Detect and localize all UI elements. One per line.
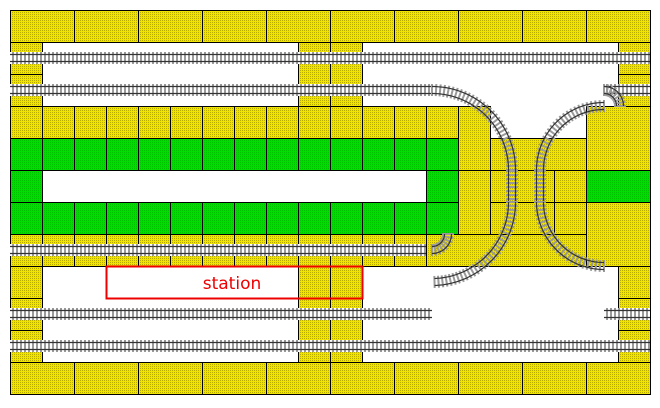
curved-track-right-join	[603, 84, 626, 107]
station-outline	[105, 265, 364, 300]
straight-track-lower-2-right	[604, 308, 650, 320]
straight-track-top-1	[10, 52, 650, 64]
straight-track-top-2	[10, 84, 432, 96]
station-marker: station	[105, 265, 364, 300]
curved-track-left-lower	[433, 201, 518, 288]
curved-track-left-upper	[431, 84, 518, 171]
straight-track-lower-2	[10, 308, 432, 320]
straight-track-right-vertical	[534, 170, 546, 202]
curved-track-left-join	[431, 233, 454, 256]
plate-green-left	[10, 170, 43, 203]
curved-track-right-lower	[534, 201, 605, 272]
straight-track-left-vertical	[506, 170, 518, 202]
plate-inner-empty	[42, 170, 427, 203]
station-label: station	[203, 274, 262, 294]
straight-track-bottom	[10, 340, 650, 352]
plate-green-right-small	[586, 170, 651, 203]
straight-track-lower-1	[10, 244, 426, 256]
track-layer	[10, 52, 650, 352]
curved-track-right-upper	[534, 100, 605, 171]
plate-green-right	[426, 170, 459, 203]
